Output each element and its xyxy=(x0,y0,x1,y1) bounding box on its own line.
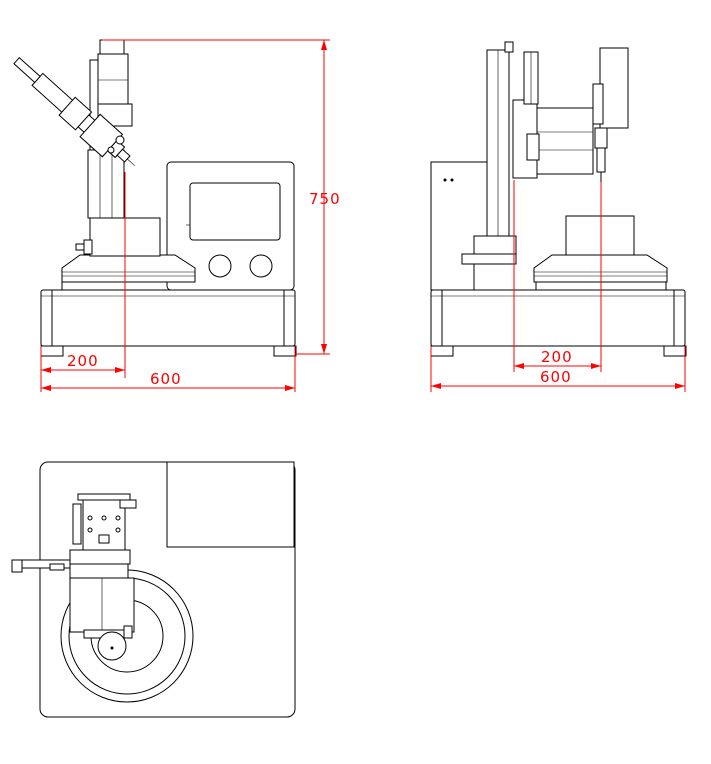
side-dim-width: 600 xyxy=(540,368,572,386)
front-view-dimensions: 750 200 600 xyxy=(40,39,341,392)
front-view xyxy=(13,39,297,357)
front-dim-width: 600 xyxy=(150,370,182,388)
side-dim-offset: 200 xyxy=(541,348,573,366)
side-view-dimensions: 200 600 xyxy=(430,180,686,392)
side-view xyxy=(430,41,687,357)
front-dim-offset: 200 xyxy=(67,352,99,370)
top-view xyxy=(11,461,296,718)
front-dim-height: 750 xyxy=(309,190,341,208)
